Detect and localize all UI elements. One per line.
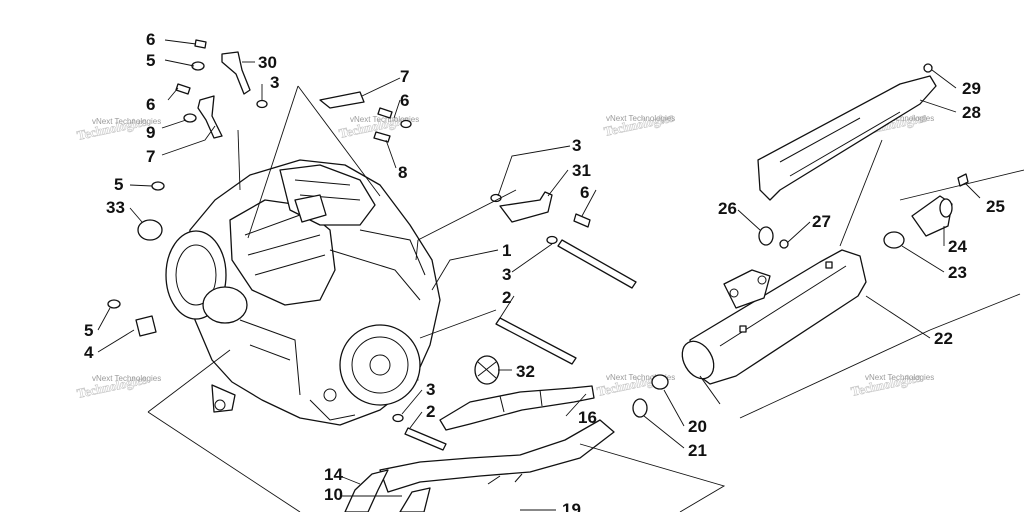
nut-5: [151, 181, 165, 191]
leader-lines: [97, 39, 1024, 512]
washer-3: [546, 235, 558, 245]
callout-2: 2: [502, 288, 511, 307]
watermark-text: vNext Technologies: [865, 114, 934, 123]
mount-hardware: [392, 191, 637, 451]
bolt-8: [373, 131, 391, 143]
callout-5: 5: [114, 175, 123, 194]
callout-10: 10: [324, 485, 343, 504]
exhaust-pipe: [344, 419, 615, 512]
bolt-6: [573, 213, 591, 228]
callout-3: 3: [572, 136, 581, 155]
callout-33: 33: [106, 198, 125, 217]
callout-3: 3: [502, 265, 511, 284]
header-pipe: [379, 419, 615, 493]
callout-20: 20: [688, 417, 707, 436]
rivet: [825, 261, 833, 269]
seal-21: [632, 398, 648, 418]
top-middle-hardware: [319, 91, 412, 143]
gasket-23: [883, 231, 905, 249]
washer-3: [392, 413, 404, 423]
grommet-26: [758, 226, 774, 246]
clamp-20: [651, 374, 669, 390]
callout-16: 16: [578, 408, 597, 427]
callout-2: 2: [426, 402, 435, 421]
callout-28: 28: [962, 103, 981, 122]
muffler-heat-shield-28: [757, 75, 937, 201]
callout-7: 7: [400, 67, 409, 86]
intake-boot: [294, 194, 327, 223]
watermark-text: vNext Technologies: [606, 114, 675, 123]
engine-assembly: [165, 159, 441, 426]
callout-25: 25: [986, 197, 1005, 216]
callout-3: 3: [270, 73, 279, 92]
callout-21: 21: [688, 441, 707, 460]
callout-5: 5: [146, 51, 155, 70]
washer-3: [256, 99, 268, 109]
callout-22: 22: [934, 329, 953, 348]
callout-29: 29: [962, 79, 981, 98]
pipe-bend-10: [399, 487, 431, 512]
callout-1: 1: [502, 241, 511, 260]
bracket-7: [197, 95, 223, 139]
callout-6: 6: [146, 95, 155, 114]
watermark-text: vNext Technologies: [350, 115, 419, 124]
gasket-33: [137, 219, 163, 241]
callout-3: 3: [426, 380, 435, 399]
callout-8: 8: [398, 163, 407, 182]
callout-6: 6: [400, 91, 409, 110]
muffler-inlet: [681, 340, 715, 380]
callout-4: 4: [84, 343, 94, 362]
callout-6: 6: [146, 30, 155, 49]
callout-23: 23: [948, 263, 967, 282]
bolt-2: [404, 427, 447, 451]
bolt-6: [194, 39, 207, 49]
long-bolt: [557, 239, 637, 289]
washer: [400, 119, 412, 129]
bracket-7: [319, 91, 365, 109]
screw-29: [923, 63, 933, 73]
callout-7: 7: [146, 147, 155, 166]
starter-motor: [202, 286, 248, 324]
watermark-text: vNext Technologies: [92, 117, 161, 126]
bracket-31: [499, 191, 553, 223]
bolt-6: [175, 83, 191, 95]
callout-30: 30: [258, 53, 277, 72]
long-bolt-2: [495, 317, 577, 365]
top-left-hardware: [107, 39, 268, 337]
washer-27: [779, 239, 789, 249]
screw-25: [957, 173, 969, 187]
arrestor-end: [939, 198, 953, 218]
callout-9: 9: [146, 123, 155, 142]
callout-27: 27: [812, 212, 831, 231]
rivet: [739, 325, 747, 333]
nut-9: [183, 113, 197, 123]
callout-6: 6: [580, 183, 589, 202]
watermark-text: vNext Technologies: [92, 374, 161, 383]
callout-5: 5: [84, 321, 93, 340]
pipe-bend-14: [344, 469, 389, 512]
valve-cover: [229, 199, 336, 306]
muffler-22: [681, 249, 867, 405]
callout-31: 31: [572, 161, 591, 180]
watermark-text: vNext Technologies: [865, 373, 934, 382]
callout-24: 24: [948, 237, 967, 256]
callout-14: 14: [324, 465, 343, 484]
heat-shield-16: [439, 385, 595, 431]
bolt-6: [377, 107, 393, 119]
callout-26: 26: [718, 199, 737, 218]
callout-labels: 6 5 6 9 7 30 3 7 6 8 5 33 5 4 3 31 6 1 3…: [84, 30, 1005, 512]
watermark-text: vNext Technologies: [606, 373, 675, 382]
nut-5: [107, 299, 121, 309]
callout-19: 19: [562, 500, 581, 512]
output-shaft: [211, 384, 236, 413]
spacer-4: [135, 315, 157, 337]
spark-arrestor-parts: [758, 173, 969, 249]
callout-32: 32: [516, 362, 535, 381]
bracket-30: [221, 51, 251, 95]
